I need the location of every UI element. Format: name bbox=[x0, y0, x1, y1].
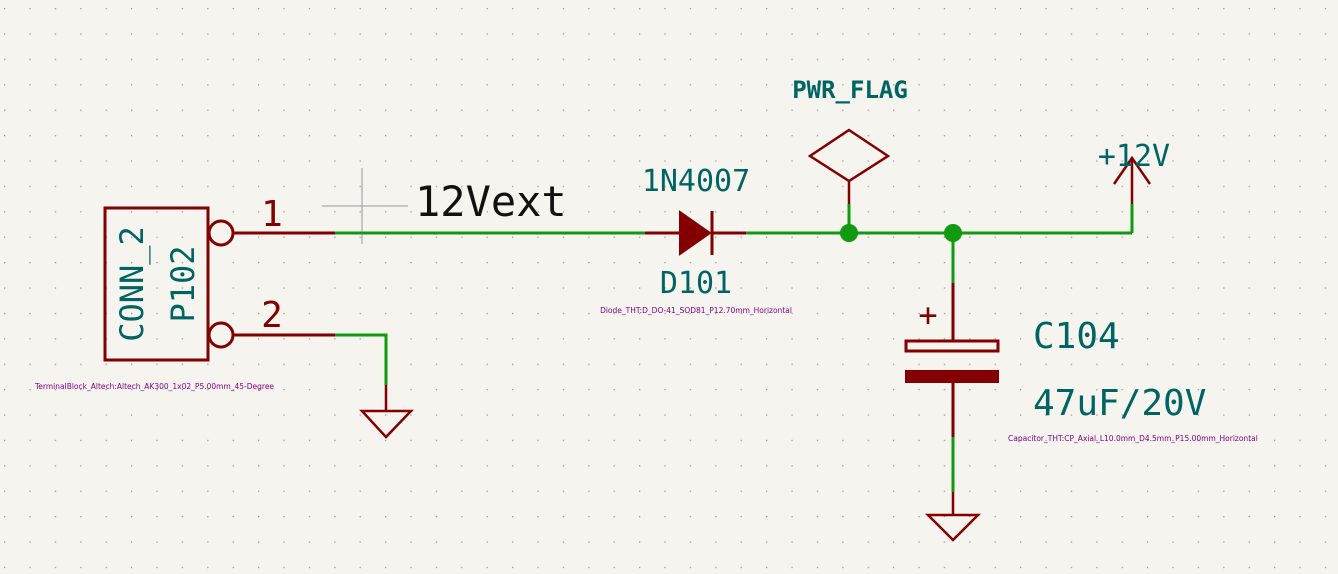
capacitor-c104[interactable]: + C104 47uF/20V Capacitor_THT:CP_Axial_L… bbox=[904, 283, 1258, 443]
capacitor-value: 47uF/20V bbox=[1033, 383, 1206, 424]
wires bbox=[335, 204, 1134, 492]
diode-triangle bbox=[679, 210, 712, 256]
connector-p102[interactable]: CONN_2 P102 1 2 TerminalBlock_Altech:Alt… bbox=[34, 194, 335, 391]
diode-d101[interactable]: 1N4007 D101 Diode_THT:D_DO-41_SOD81_P12.… bbox=[600, 164, 792, 315]
capacitor-footprint: Capacitor_THT:CP_Axial_L10.0mm_D4.5mm_P1… bbox=[1008, 434, 1258, 443]
junction-dot bbox=[840, 224, 858, 242]
junction-dot bbox=[944, 224, 962, 242]
ground-triangle bbox=[924, 513, 982, 542]
diode-reference: D101 bbox=[660, 266, 732, 301]
ground-symbol-connector[interactable] bbox=[359, 385, 414, 439]
capacitor-polarity: + bbox=[918, 296, 937, 334]
capacitor-negative-plate bbox=[905, 370, 999, 383]
cursor-crosshair bbox=[322, 168, 408, 244]
net-label-12vext[interactable]: 12Vext bbox=[415, 177, 567, 226]
power-flag[interactable]: PWR_FLAG bbox=[792, 76, 908, 204]
power-flag-label: PWR_FLAG bbox=[792, 76, 908, 104]
connector-body bbox=[103, 206, 210, 362]
diode-footprint: Diode_THT:D_DO-41_SOD81_P12.70mm_Horizon… bbox=[600, 306, 792, 315]
pin1-number: 1 bbox=[261, 194, 283, 235]
diode-value: 1N4007 bbox=[642, 164, 750, 199]
connector-footprint: TerminalBlock_Altech:Altech_AK300_1x02_P… bbox=[34, 382, 274, 391]
pin2-number: 2 bbox=[261, 295, 283, 336]
connector-reference: P102 bbox=[164, 245, 202, 322]
ground-symbol-capacitor[interactable] bbox=[924, 492, 982, 542]
capacitor-positive-plate bbox=[904, 339, 1000, 353]
connector-value: CONN_2 bbox=[113, 226, 151, 342]
ground-triangle bbox=[359, 409, 414, 439]
wire-gnd-conn[interactable] bbox=[335, 333, 388, 385]
power-symbol-12v[interactable]: +12V bbox=[1098, 139, 1170, 204]
power-rail-label: +12V bbox=[1098, 139, 1170, 174]
capacitor-reference: C104 bbox=[1033, 316, 1120, 357]
